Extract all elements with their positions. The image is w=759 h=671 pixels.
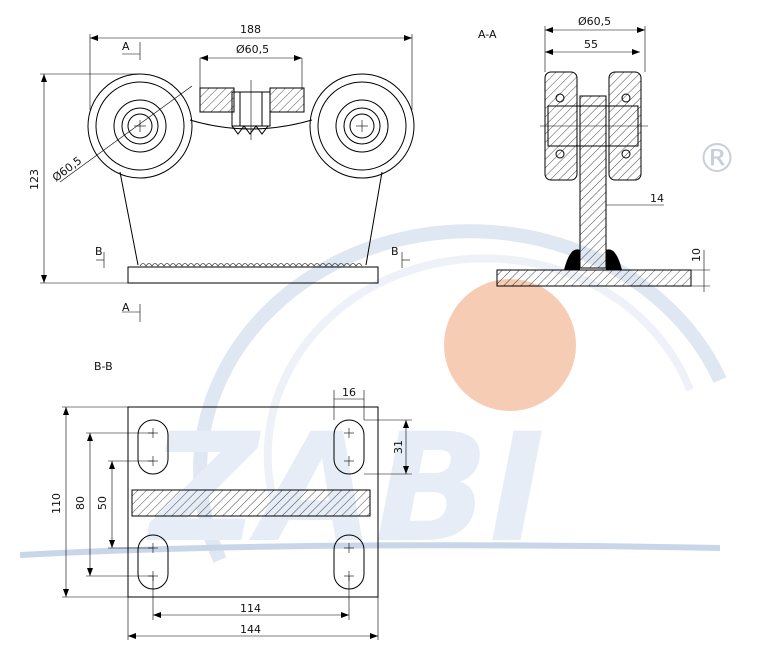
section-aa-title: A-A [478, 28, 497, 41]
dim-bb-hole-spacing: 114 [240, 602, 261, 615]
section-mark-a-bottom: A [122, 301, 130, 314]
dim-bb-height-holes: 80 [74, 496, 87, 510]
logo-arc-outer [193, 224, 727, 563]
dim-bearing-diameter: Ø60,5 [236, 43, 269, 56]
logo-orange-circle [444, 279, 576, 411]
dim-overall-width: 188 [240, 23, 261, 36]
logo-arc-inner [263, 254, 694, 522]
dim-bb-height-outer: 110 [50, 493, 63, 514]
dim-bb-height-inner: 50 [96, 496, 109, 510]
section-bb: B-B 16 31 [50, 360, 412, 640]
dim-aa-plate: 10 [690, 248, 703, 262]
dim-aa-diameter: Ø60,5 [578, 15, 611, 28]
bb-plate [127, 406, 379, 598]
section-aa: A-A Ø60,5 55 14 [478, 15, 710, 292]
slot-top-left [137, 419, 169, 475]
dim-height: 123 [28, 169, 41, 190]
section-mark-b-right: B [391, 245, 399, 258]
registered-mark: ® [697, 136, 737, 182]
section-bb-title: B-B [94, 360, 113, 373]
dim-bb-width: 144 [240, 623, 261, 636]
front-view: 188 Ø60,5 A Ø60,5 [28, 23, 415, 322]
bb-web [131, 489, 371, 517]
dim-aa-width: 55 [584, 38, 598, 51]
slot-top-right [333, 419, 365, 475]
dim-bb-slot-length: 31 [392, 440, 405, 454]
front-base-plate [127, 266, 379, 284]
dim-wheel-diameter: Ø60,5 [50, 154, 84, 184]
dim-aa-stem: 14 [650, 192, 664, 205]
dim-bb-slot-width: 16 [342, 386, 356, 399]
watermark-logo: ZABI ® [19, 136, 737, 576]
section-mark-b-left: B [95, 245, 103, 258]
section-mark-a-top: A [122, 40, 130, 53]
right-wheel-outer [309, 73, 415, 179]
